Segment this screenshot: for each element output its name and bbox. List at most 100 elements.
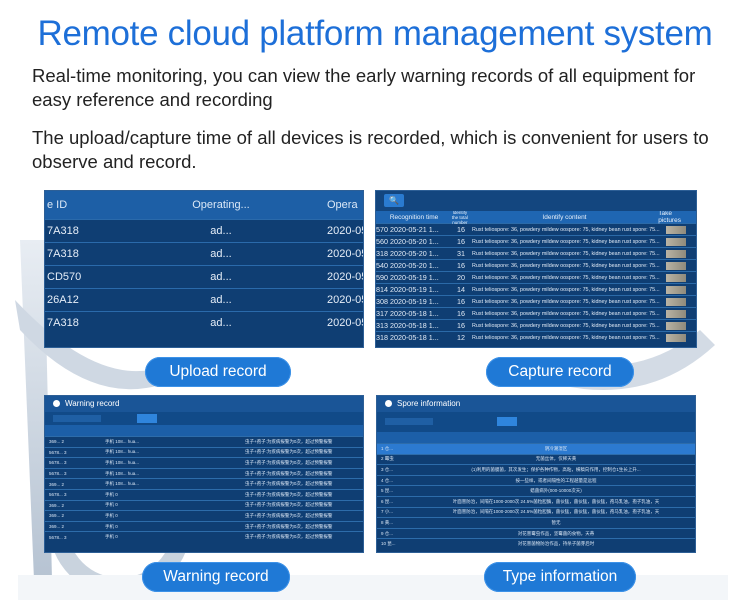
row-description: 无菌丝体，仅稀天黄	[535, 456, 577, 462]
type-information-label: Type information	[484, 562, 636, 592]
column-total-number: Identify the total number	[451, 209, 468, 225]
row-recognition-time: 2020-05-20 1...	[390, 237, 439, 246]
row-alert-content: 虫子+孢子:为疾病报警为0次，超过预警报警	[245, 438, 333, 444]
row-recognition-time: 2020-05-19 1...	[390, 285, 439, 294]
table-row[interactable]: 369... 2 手机 0 虫子+孢子:为疾病报警为0次，超过预警报警	[45, 520, 363, 532]
row-identify-content: Rust teliospore: 36, powdery mildew oosp…	[472, 250, 660, 257]
row-device: 手机 0	[105, 512, 118, 518]
row-device: 手机 108... hua...	[105, 470, 140, 476]
row-description: 对花害菌物防治作品，持杀子菌芽后时	[517, 541, 595, 547]
table-row[interactable]: 8 黄...暂无	[377, 517, 695, 528]
row-alert-content: 虫子+孢子:为疾病报警为0次，超过预警报警	[245, 523, 333, 529]
column-device-id: e ID	[47, 199, 68, 211]
search-icon[interactable]: 🔍	[384, 194, 404, 207]
row-alert-content: 虫子+孢子:为疾病报警为0次，超过预警报警	[245, 481, 333, 487]
row-recognition-time: 2020-05-21 1...	[390, 225, 439, 234]
row-total-number: 16	[457, 261, 465, 270]
photo-thumbnail[interactable]	[666, 285, 686, 294]
photo-thumbnail[interactable]	[666, 249, 686, 258]
row-alert-content: 虫子+孢子:为疾病报警为0次，超过预警报警	[245, 491, 333, 497]
table-row[interactable]: 5678... 3 手机 0 虫子+孢子:为疾病报警为0次，超过预警报警	[45, 488, 363, 500]
search-button[interactable]	[497, 417, 517, 426]
row-identify-content: Rust teliospore: 36, powdery mildew oosp…	[472, 262, 660, 269]
row-recognition-time: 2020-05-19 1...	[390, 273, 439, 282]
table-row[interactable]: 2 霉虫无菌丝体，仅稀天黄	[377, 453, 695, 465]
table-row[interactable]: 10 昆...对花害菌物防治作品，持杀子菌芽后时	[377, 538, 695, 549]
row-description: 按一些样，或者间隔性的工程越量是远程	[515, 477, 597, 483]
photo-thumbnail[interactable]	[666, 333, 686, 342]
photo-thumbnail[interactable]	[666, 225, 686, 234]
row-total-number: 20	[457, 273, 465, 282]
row-description: 蜡菌病外(000-10000次天)	[530, 488, 582, 494]
row-recognition-time: 2020-05-18 1...	[390, 333, 439, 342]
photo-thumbnail[interactable]	[666, 309, 686, 318]
row-total-number: 16	[457, 321, 465, 330]
capture-record-label: Capture record	[486, 357, 634, 387]
row-id: 369... 2	[49, 513, 65, 519]
row-device: 手机 0	[105, 523, 118, 529]
table-row[interactable]: 3 仓...(1)利用的菌膜菌，其次发生；保护各种作物，高粘，横稿向作用，控制仓…	[377, 464, 695, 475]
capture-record-panel: 🔍 Recognition time Identify the total nu…	[375, 190, 697, 348]
column-take-pictures: Take pictures	[658, 210, 681, 224]
table-row[interactable]: 6 昆...叶面害防治，间隔在1000-2000次 24.5%菌粒胆酶，菌伙猛，…	[377, 495, 695, 507]
row-id: 369... 2	[49, 524, 65, 530]
row-name: 4 仓...	[381, 477, 394, 483]
warning-search-bar	[45, 412, 363, 425]
table-row[interactable]: 7 小...叶面害防治，间隔在1000-2000次 24.5%菌粒胆酶，菌伙猛，…	[377, 506, 695, 518]
table-row[interactable]: 4 仓... 按一些样，或者间隔性的工程越量是远程	[377, 474, 695, 486]
row-id: 5678... 3	[49, 492, 67, 498]
row-name: 9 仓...	[381, 530, 394, 536]
table-row[interactable]: 5 昆... 蜡菌病外(000-10000次天)	[377, 485, 695, 496]
table-row[interactable]: 1 仓...阴冷潮湿区	[377, 443, 695, 454]
search-input[interactable]	[53, 415, 101, 422]
warning-panel-header: Warning record	[45, 396, 363, 412]
row-total-number: 16	[457, 225, 465, 234]
photo-thumbnail[interactable]	[666, 237, 686, 246]
row-name: 6 昆...	[381, 498, 394, 504]
row-id: 5678... 3	[49, 460, 67, 466]
row-name: 5 昆...	[381, 488, 394, 494]
search-button[interactable]	[137, 414, 157, 423]
search-input[interactable]	[385, 418, 433, 425]
photo-thumbnail[interactable]	[666, 261, 686, 270]
photo-thumbnail[interactable]	[666, 321, 686, 330]
spore-table-header	[377, 432, 695, 443]
column-identify-content: Identify content	[542, 213, 587, 221]
row-name: 7 小...	[381, 509, 394, 515]
upload-record-label: Upload record	[145, 357, 291, 387]
row-recognition-time: 2020-05-18 1...	[390, 321, 439, 330]
photo-thumbnail[interactable]	[666, 273, 686, 282]
table-row[interactable]: 9 仓...对花害霉虫作品，坚霉菌的食物，天蒂	[377, 527, 695, 539]
row-recognition-time: 2020-05-20 1...	[390, 249, 439, 258]
row-device-id: 318	[376, 333, 388, 342]
row-device: 手机 108... hua...	[105, 481, 140, 487]
photo-thumbnail[interactable]	[666, 297, 686, 306]
warning-record-label: Warning record	[142, 562, 290, 592]
row-device: 手机 0	[105, 491, 118, 497]
row-identify-content: Rust teliospore: 36, powdery mildew oosp…	[472, 238, 660, 245]
row-alert-content: 虫子+孢子:为疾病报警为0次，超过预警报警	[245, 470, 333, 476]
